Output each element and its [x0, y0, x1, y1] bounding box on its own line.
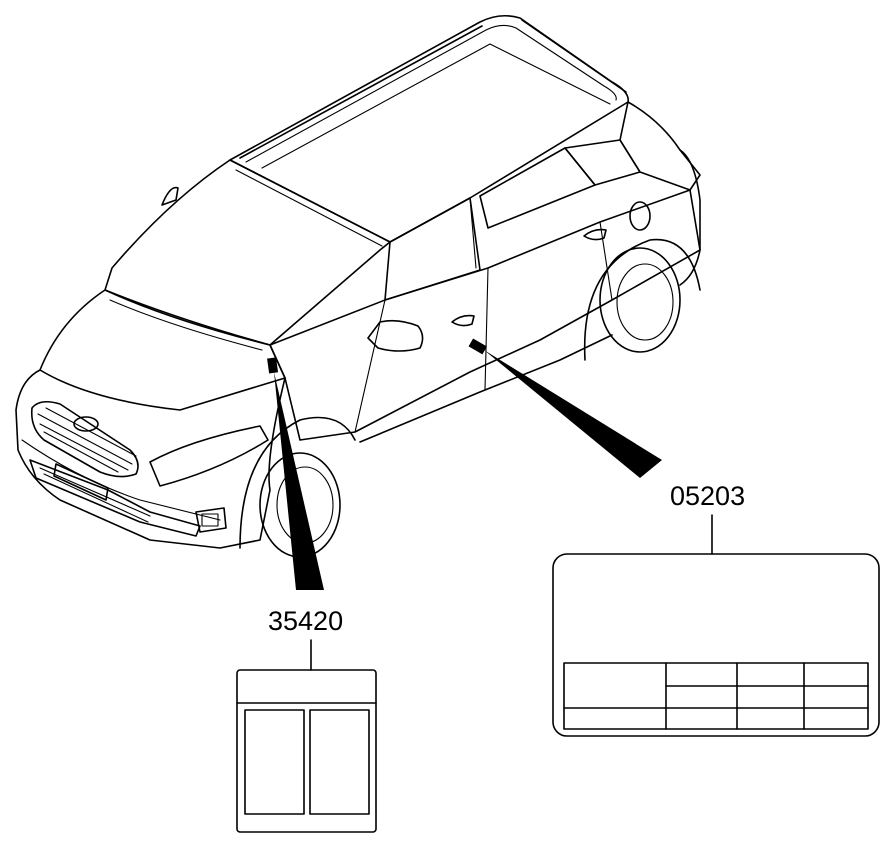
car-illustration: [15, 14, 701, 558]
hood-label-marker: [267, 357, 324, 590]
door-label-marker: [468, 338, 662, 478]
part-number-35420: 35420: [268, 606, 343, 636]
door-label-drawing: [552, 553, 880, 737]
hood-label-drawing: [236, 669, 377, 833]
part-number-05203: 05203: [670, 481, 745, 511]
